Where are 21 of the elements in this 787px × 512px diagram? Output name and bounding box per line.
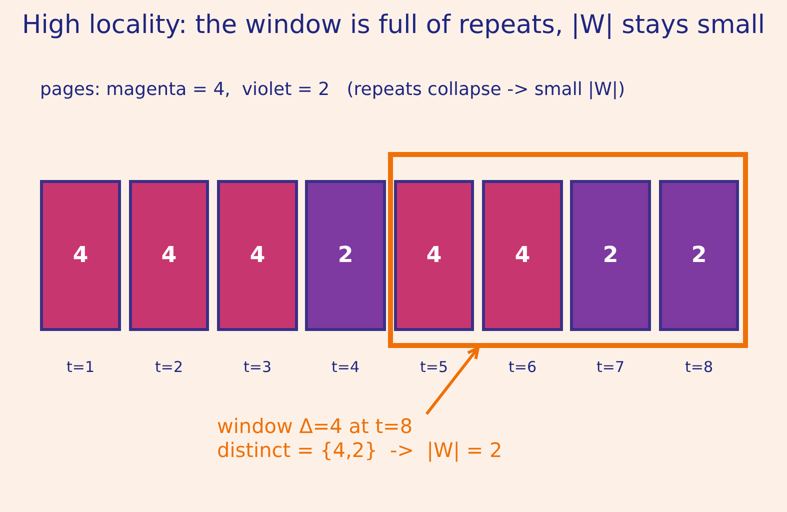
time-step-label: t=3 — [244, 358, 272, 376]
time-step-label: t=5 — [420, 358, 448, 376]
title: High locality: the window is full of repeats, |W| stays small — [22, 9, 765, 41]
page-number: 4 — [426, 242, 442, 268]
page-number: 4 — [250, 242, 266, 268]
time-step-label: t=1 — [66, 358, 94, 376]
page-number: 2 — [338, 242, 354, 268]
time-step-label: t=7 — [596, 358, 624, 376]
page-number: 2 — [602, 242, 618, 268]
page-number: 4 — [161, 242, 177, 268]
page-number: 4 — [72, 242, 88, 268]
annotation-text: distinct = {4,2} -> |W| = 2 — [217, 438, 502, 462]
time-step-label: t=8 — [685, 358, 713, 376]
time-step-label: t=4 — [332, 358, 360, 376]
time-step-label: t=6 — [508, 358, 536, 376]
time-step-label: t=2 — [155, 358, 183, 376]
subtitle: pages: magenta = 4, violet = 2 (repeats collapse -> small |W|) — [40, 79, 626, 101]
page-number: 4 — [514, 242, 530, 268]
arrow — [425, 346, 480, 415]
page-number: 2 — [691, 242, 707, 268]
annotation-text: window Δ=4 at t=8 — [217, 414, 413, 438]
